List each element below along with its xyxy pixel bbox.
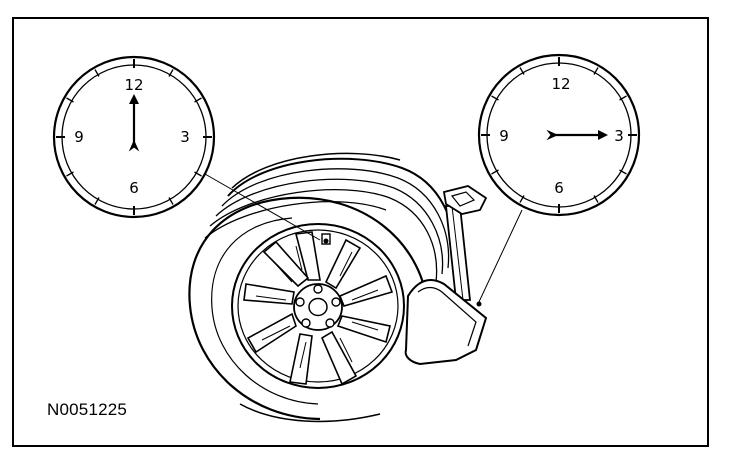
right-clock-label-3: 3 — [614, 127, 624, 145]
left-clock-label-9: 9 — [74, 128, 84, 146]
right-clock-dial: 12 3 6 9 — [477, 53, 641, 217]
left-clock-label-6: 6 — [129, 179, 139, 197]
wheel-icon — [231, 223, 405, 389]
clock-face-icon — [481, 57, 637, 213]
right-clock-label-9: 9 — [499, 127, 509, 145]
right-clock-hand-icon — [546, 129, 608, 141]
clock-face-icon — [56, 59, 212, 215]
left-clock-dial: 12 3 6 9 — [52, 55, 216, 219]
figure-id-label: N0051225 — [47, 400, 128, 419]
right-clock-label-12: 12 — [551, 75, 570, 93]
figure-frame — [12, 17, 709, 447]
left-clock-hand-icon — [128, 94, 140, 152]
balancer-arm-icon — [404, 185, 488, 366]
right-clock-label-6: 6 — [554, 179, 564, 197]
leader-lines — [204, 173, 523, 305]
left-clock-label-12: 12 — [124, 76, 143, 94]
left-clock-label-3: 3 — [180, 128, 190, 146]
